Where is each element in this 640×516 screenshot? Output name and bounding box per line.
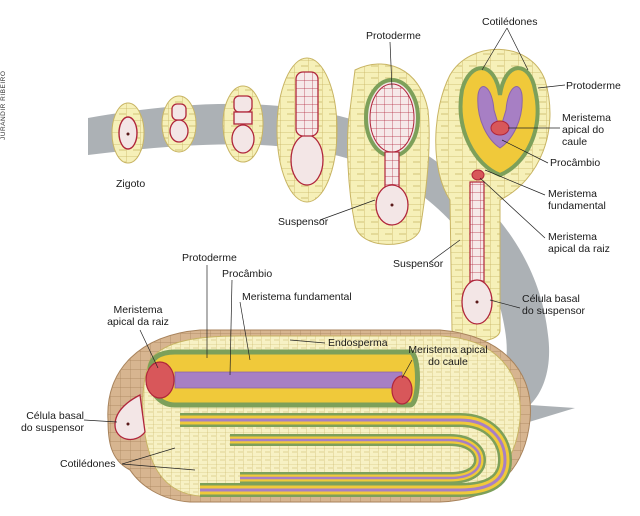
label-procambio-2: Procâmbio (222, 268, 273, 280)
label-procambio-1: Procâmbio (550, 157, 601, 169)
label-meristema-caule-1: Meristema apical do caule (562, 112, 612, 148)
image-credit: JURANDIR RIBEIRO (0, 70, 7, 140)
label-meristema-raiz-1: Meristema apical da raiz (548, 231, 610, 255)
label-suspensor-1: Suspensor (278, 216, 329, 228)
label-protoderme-1: Protoderme (366, 30, 421, 42)
heart-stage (435, 48, 551, 342)
label-endosperma: Endosperma (328, 337, 388, 349)
label-cotiledones-1: Cotilédones (482, 16, 538, 28)
label-cotiledones-2: Cotilédones (60, 458, 116, 470)
label-celula-basal-2: Célula basal do suspensor (20, 410, 84, 434)
label-protoderme-2: Protoderme (566, 80, 621, 92)
label-meristema-fund-2: Meristema fundamental (242, 291, 352, 303)
label-meristema-raiz-2: Meristema apical da raiz (107, 304, 169, 328)
label-protoderme-3: Protoderme (182, 252, 237, 264)
leader-lines (83, 27, 566, 471)
label-celula-basal-1: Célula basal do suspensor (522, 293, 586, 317)
label-meristema-caule-2: Meristema apical do caule (408, 344, 488, 368)
globular-stage (347, 63, 430, 245)
two-cell-stage (161, 95, 197, 153)
zygote-stage (111, 102, 145, 164)
label-zigoto: Zigoto (116, 178, 146, 190)
three-cell-stage (222, 85, 264, 163)
early-embryo-stage (276, 57, 338, 203)
label-meristema-fund-1: Meristema fundamental (548, 188, 606, 212)
label-suspensor-2: Suspensor (393, 258, 444, 270)
mature-seed (107, 329, 531, 503)
